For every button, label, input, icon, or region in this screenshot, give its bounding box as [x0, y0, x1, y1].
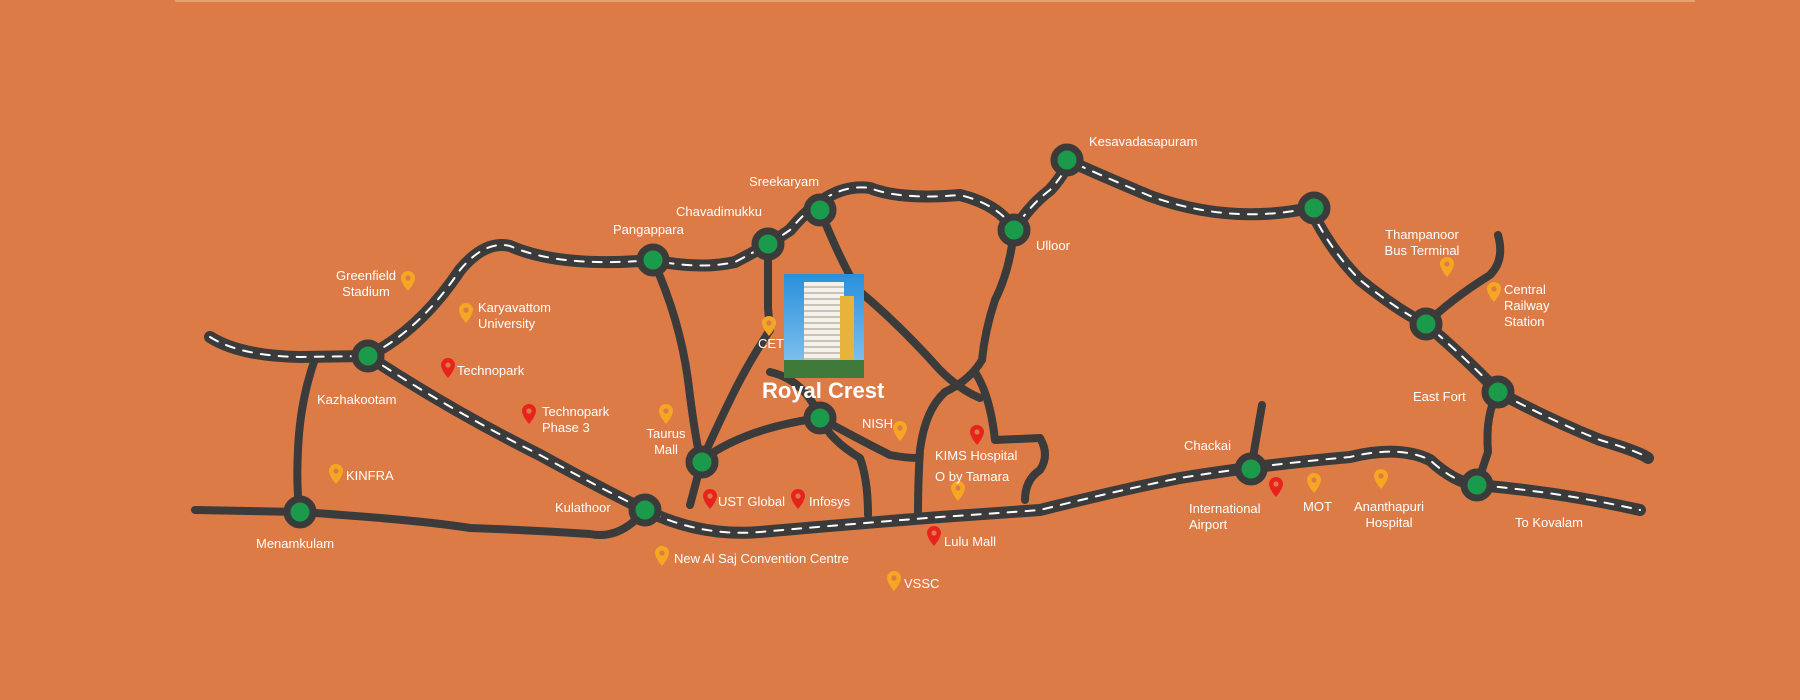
- junction-layer: [283, 143, 1515, 529]
- junction-dot-ulloor[interactable]: [997, 213, 1031, 247]
- map-pin-icon-taurus-mall[interactable]: [659, 404, 673, 424]
- map-pin-icon-mot[interactable]: [1307, 473, 1321, 493]
- junction-label-kesavadasapuram: Kesavadasapuram: [1089, 134, 1198, 149]
- map-pin-icon-central-railway-station[interactable]: [1487, 282, 1501, 302]
- road-kazhakootam-menamkulam: [293, 352, 320, 516]
- place-label-greenfield-stadium: Greenfield Stadium: [336, 268, 396, 299]
- main-roads: [204, 154, 1654, 539]
- map-pin-icon-ust-global[interactable]: [703, 489, 717, 509]
- junction-dot-kesavadasapuram[interactable]: [1050, 143, 1084, 177]
- map-pin-icon-international-airport[interactable]: [1269, 477, 1283, 497]
- place-label-vssc: VSSC: [904, 576, 940, 591]
- place-label-infosys: Infosys: [809, 494, 851, 509]
- place-label-karyavattom-university: Karyavattom University: [478, 300, 551, 331]
- junction-label-east-fort: East Fort: [1413, 389, 1466, 404]
- junction-label-chackai: Chackai: [1184, 438, 1231, 453]
- place-label-technopark-phase-3: Technopark Phase 3: [542, 404, 610, 435]
- road-thampanoor: [1421, 231, 1505, 329]
- building-wing: [840, 296, 854, 374]
- junction-dot-unnamed-13[interactable]: [803, 401, 837, 435]
- junction-label-chavadimukku: Chavadimukku: [676, 204, 762, 219]
- place-label-taurus-mall: Taurus Mall: [646, 426, 686, 457]
- junction-label-menamkulam: Menamkulam: [256, 536, 335, 551]
- royal-crest-building-image[interactable]: [784, 274, 864, 378]
- junction-dot-menamkulam[interactable]: [283, 495, 317, 529]
- place-label-thampanoor-bus-terminal: Thampanoor Bus Terminal: [1384, 227, 1460, 258]
- place-label-cet: CET: [758, 336, 784, 351]
- place-label-ust-global: UST Global: [718, 494, 785, 509]
- map-pin-icon-lulu-mall[interactable]: [927, 526, 941, 546]
- junction-dot-chavadimukku[interactable]: [751, 227, 785, 261]
- map-pin-icon-technopark[interactable]: [440, 357, 455, 378]
- junction-label-sreekaryam: Sreekaryam: [749, 174, 820, 189]
- junction-dot-unnamed-11[interactable]: [1409, 307, 1443, 341]
- place-label-new-al-saj: New Al Saj Convention Centre: [674, 551, 849, 566]
- place-label-central-railway-station: Central Railway Station: [1504, 282, 1550, 329]
- junction-dot-unnamed-14[interactable]: [685, 445, 719, 479]
- project-title: Royal Crest: [762, 378, 885, 403]
- map-pin-icon-vssc[interactable]: [887, 571, 901, 591]
- top-border-line: [175, 0, 1695, 2]
- map-pin-icon-new-al-saj-convention-centre[interactable]: [655, 546, 669, 566]
- place-label-nish: NISH: [862, 416, 894, 431]
- road-ulloor-south: [914, 226, 1018, 519]
- map-pin-icon-nish[interactable]: [893, 421, 907, 441]
- junction-dot-kazhakootam[interactable]: [351, 339, 385, 373]
- map-pin-icon-cet[interactable]: [762, 316, 776, 336]
- junction-label-kazhakootam: Kazhakootam: [317, 392, 397, 407]
- map-pin-icon-thampanoor-bus-terminal[interactable]: [1440, 257, 1454, 277]
- map-pin-icon-karyavattom-university[interactable]: [459, 303, 473, 323]
- place-label-mot: MOT: [1303, 499, 1332, 514]
- place-label-kinfra: KINFRA: [346, 468, 394, 483]
- pin-layer: [329, 257, 1501, 591]
- place-label-lulu-mall: Lulu Mall: [944, 534, 997, 549]
- road-pangappara-south: [649, 256, 704, 462]
- road-menamkulam-kulathoor: [191, 506, 649, 539]
- map-pin-icon-kinfra[interactable]: [329, 464, 343, 484]
- place-label-technopark: Technopark: [457, 363, 525, 378]
- building-tower: [804, 282, 844, 374]
- road-royal-crest-east: [816, 414, 922, 462]
- map-pin-icon-technopark-phase-3[interactable]: [522, 404, 536, 424]
- junction-label-ulloor: Ulloor: [1036, 238, 1070, 253]
- map-pin-icon-infosys[interactable]: [791, 489, 805, 509]
- building-trees: [784, 360, 864, 378]
- road-ulloor-kims: [971, 368, 1049, 504]
- junction-dot-pangappara[interactable]: [636, 243, 670, 277]
- junction-dot-east-fort[interactable]: [1481, 375, 1515, 409]
- map-pin-icon-o-by-tamara[interactable]: [951, 481, 965, 501]
- junction-label-to-kovalam: To Kovalam: [1515, 515, 1583, 530]
- map-pin-icon-ananthapuri-hospital[interactable]: [1374, 469, 1388, 489]
- junction-dot-to-kovalam[interactable]: [1460, 468, 1494, 502]
- junction-dot-unnamed-12[interactable]: [1297, 191, 1331, 225]
- map-pin-icon-greenfield-stadium[interactable]: [401, 271, 415, 291]
- junction-label-pangappara: Pangappara: [613, 222, 684, 237]
- junction-label-kulathoor: Kulathoor: [555, 500, 611, 515]
- map-pin-icon-kims-hospital[interactable]: [970, 425, 984, 445]
- place-label-international-airport: International Airport: [1189, 501, 1261, 532]
- junction-dot-kulathoor[interactable]: [628, 493, 662, 527]
- place-label-kims-hospital: KIMS Hospital: [935, 448, 1018, 463]
- junction-dot-chackai[interactable]: [1234, 452, 1268, 486]
- place-label-o-by-tamara: O by Tamara: [935, 469, 1010, 484]
- place-label-ananthapuri-hospital: Ananthapuri Hospital: [1353, 499, 1425, 530]
- junction-dot-sreekaryam[interactable]: [803, 193, 837, 227]
- road-cet-loop: [686, 326, 774, 509]
